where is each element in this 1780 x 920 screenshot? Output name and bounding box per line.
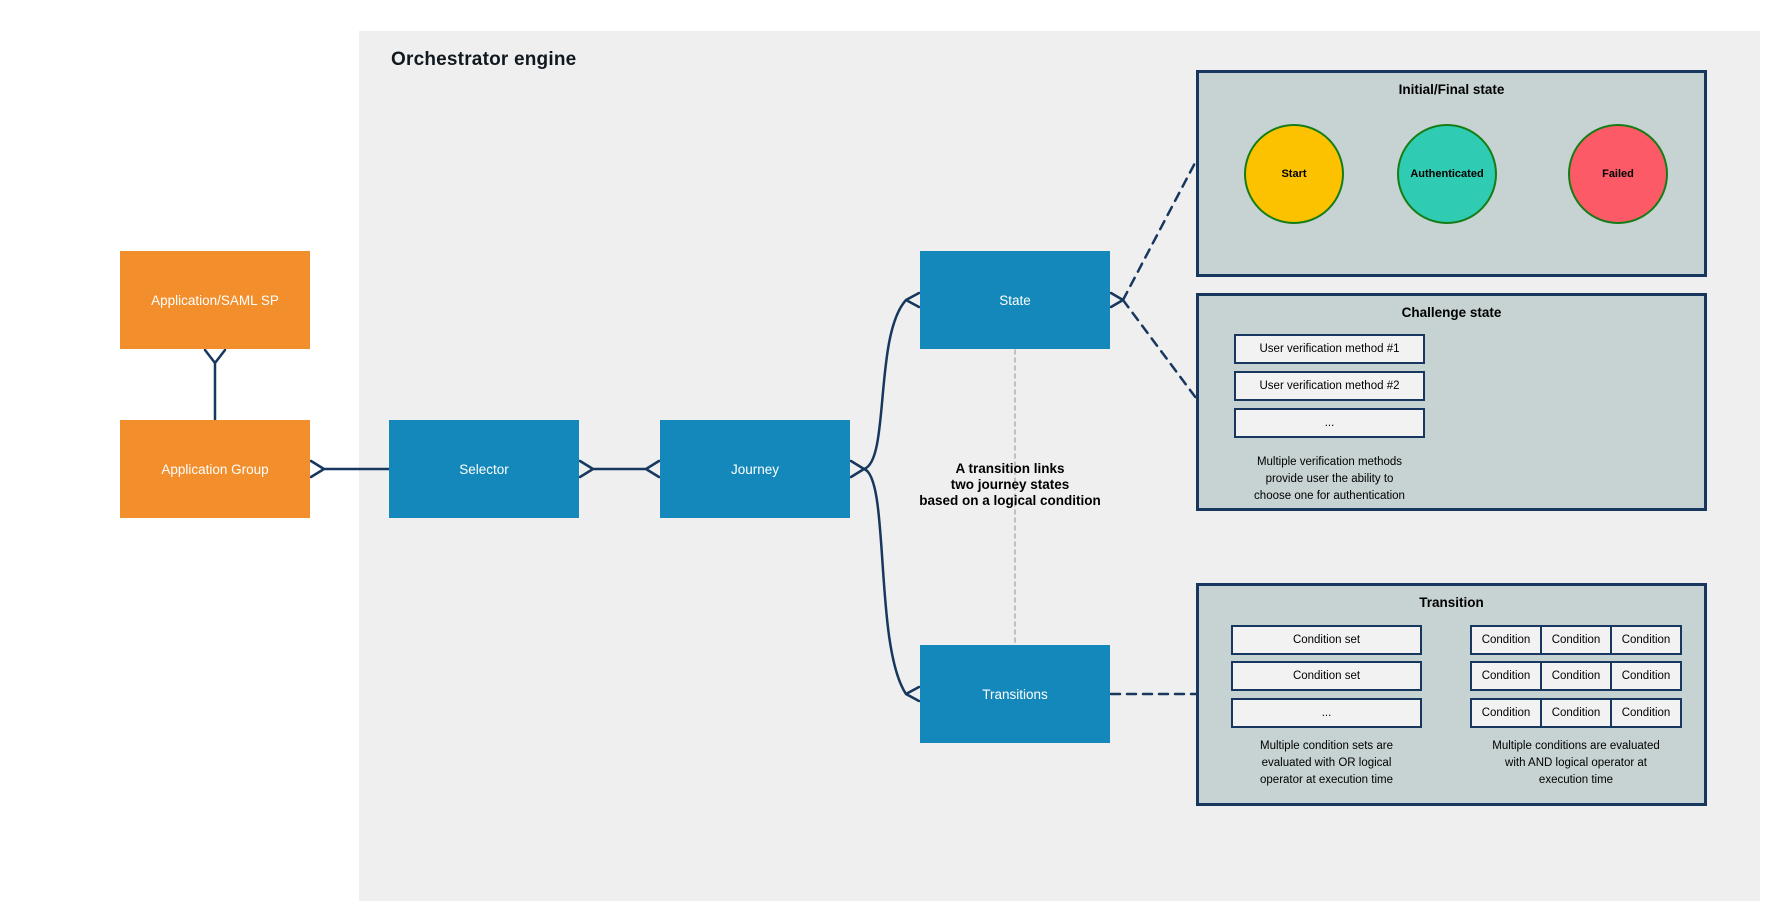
panel-challenge-state: Challenge state User verification method… (1196, 293, 1707, 511)
state-circle-failed: Failed (1568, 124, 1668, 224)
orchestrator-engine-title: Orchestrator engine (391, 49, 577, 70)
condition-cell: Condition (1470, 661, 1542, 691)
state-circle-failed-label: Failed (1602, 168, 1634, 180)
node-transitions: Transitions (920, 645, 1110, 743)
panel-transition-title: Transition (1419, 595, 1484, 610)
node-application-group: Application Group (120, 420, 310, 518)
challenge-caption: Multiple verification methods provide us… (1254, 456, 1405, 502)
state-circle-authenticated-label: Authenticated (1410, 168, 1484, 180)
node-journey: Journey (660, 420, 850, 518)
node-state-label: State (999, 292, 1031, 308)
state-circle-start-label: Start (1281, 168, 1307, 180)
panel-challenge-title: Challenge state (1401, 305, 1502, 320)
panel-initial-final-title: Initial/Final state (1398, 82, 1505, 97)
transition-note: A transition links two journey states ba… (919, 461, 1101, 508)
condition-cell: Condition (1470, 625, 1542, 655)
condition-cell: Condition (1540, 661, 1612, 691)
condition-cell: Condition (1540, 698, 1612, 728)
node-selector-label: Selector (459, 461, 509, 477)
condition-set-row: ... (1231, 698, 1422, 728)
verification-method-row: User verification method #1 (1234, 334, 1425, 364)
condition-cell: Condition (1540, 625, 1612, 655)
and-caption: Multiple conditions are evaluated with A… (1492, 740, 1660, 786)
condition-set-row: Condition set (1231, 625, 1422, 655)
condition-grid-row: Condition Condition Condition (1470, 661, 1682, 691)
node-state: State (920, 251, 1110, 349)
node-application-saml-sp-label: Application/SAML SP (151, 292, 279, 308)
node-application-group-label: Application Group (161, 461, 269, 477)
condition-cell: Condition (1610, 661, 1682, 691)
verification-method-row: User verification method #2 (1234, 371, 1425, 401)
node-journey-label: Journey (730, 461, 780, 477)
verification-method-row: ... (1234, 408, 1425, 438)
panel-transition: Transition Condition set Condition set .… (1196, 583, 1707, 806)
panel-initial-final-state: Initial/Final state Start Authenticated … (1196, 70, 1707, 277)
condition-cell: Condition (1470, 698, 1542, 728)
node-transitions-label: Transitions (982, 686, 1048, 702)
condition-grid-row: Condition Condition Condition (1470, 698, 1682, 728)
condition-cell: Condition (1610, 625, 1682, 655)
state-circle-authenticated: Authenticated (1397, 124, 1497, 224)
state-circle-start: Start (1244, 124, 1344, 224)
connector-samlsp-appgroup (203, 348, 227, 422)
node-selector: Selector (389, 420, 579, 518)
node-application-saml-sp: Application/SAML SP (120, 251, 310, 349)
or-caption: Multiple condition sets are evaluated wi… (1260, 740, 1393, 786)
condition-set-row: Condition set (1231, 661, 1422, 691)
condition-grid-row: Condition Condition Condition (1470, 625, 1682, 655)
condition-cell: Condition (1610, 698, 1682, 728)
